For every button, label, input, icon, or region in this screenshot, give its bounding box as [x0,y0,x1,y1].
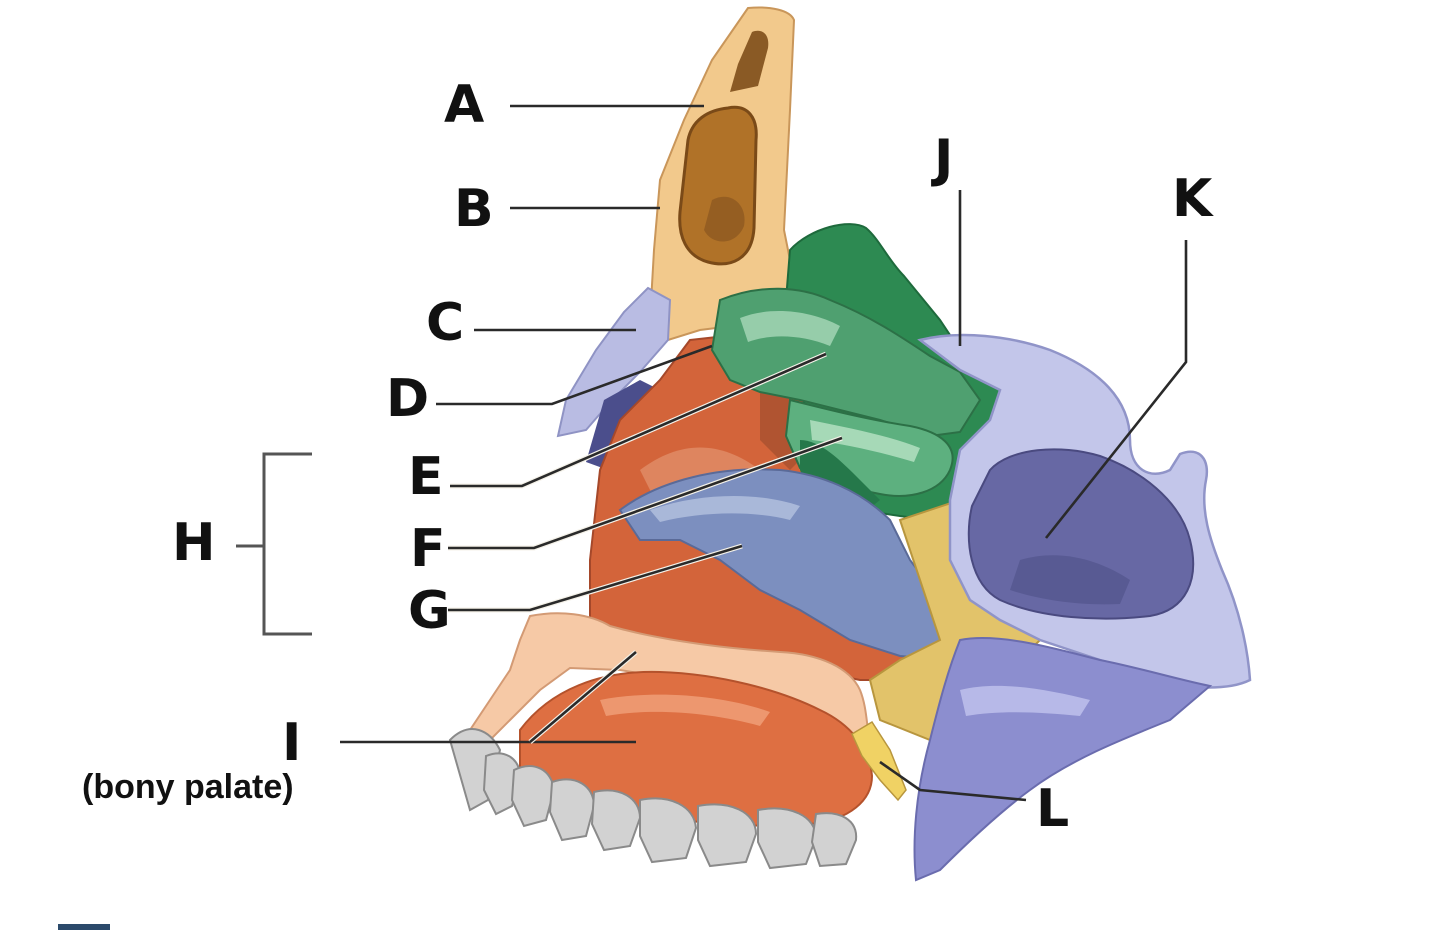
tooth-4 [548,778,596,842]
label-j: J [931,129,953,189]
leader-f-line [448,436,843,550]
inferior-concha-highlight [650,495,800,522]
pterygoid-highlight [960,685,1090,716]
palatine-tissue [851,720,907,802]
tooth-6 [639,797,698,864]
tooth-7 [697,803,758,868]
teeth [448,728,858,870]
tooth-2 [482,752,522,816]
frontal-sinus-upper [730,30,769,92]
tooth-5 [590,789,642,852]
label-e: E [408,447,444,507]
tooth-8 [757,807,818,870]
tooth-3 [510,765,556,828]
h-bracket [262,452,312,636]
leader-e-line [450,352,827,488]
superior-turbinate-highlight [740,311,840,346]
label-a: A [444,75,484,135]
tooth-9 [810,812,858,868]
label-k: K [1172,169,1214,229]
leader-i-palate-line [529,651,637,743]
hard-palate-highlight [600,694,770,726]
leader-l [879,760,1027,802]
leader-k [1044,240,1188,539]
label-g: G [408,581,451,641]
label-l: L [1036,779,1069,839]
label-c: C [426,293,464,353]
label-f: F [410,519,446,579]
inferior-nasal-concha [618,468,962,662]
label-d: D [386,369,429,429]
leader-g-line [448,544,743,612]
nasal-cartilage [556,286,672,438]
label-b: B [454,179,494,239]
label-i-note: (bony palate) [82,768,294,806]
label-h: H [172,513,216,573]
leader-d [436,344,713,406]
frontal-sinus-shadow [704,196,745,242]
label-i: I [282,713,301,773]
sphenoid-sinus-shadow [1010,555,1130,605]
leader-lines [340,104,1188,802]
middle-turbinate-highlight [810,420,920,462]
corner-mark [58,924,110,930]
